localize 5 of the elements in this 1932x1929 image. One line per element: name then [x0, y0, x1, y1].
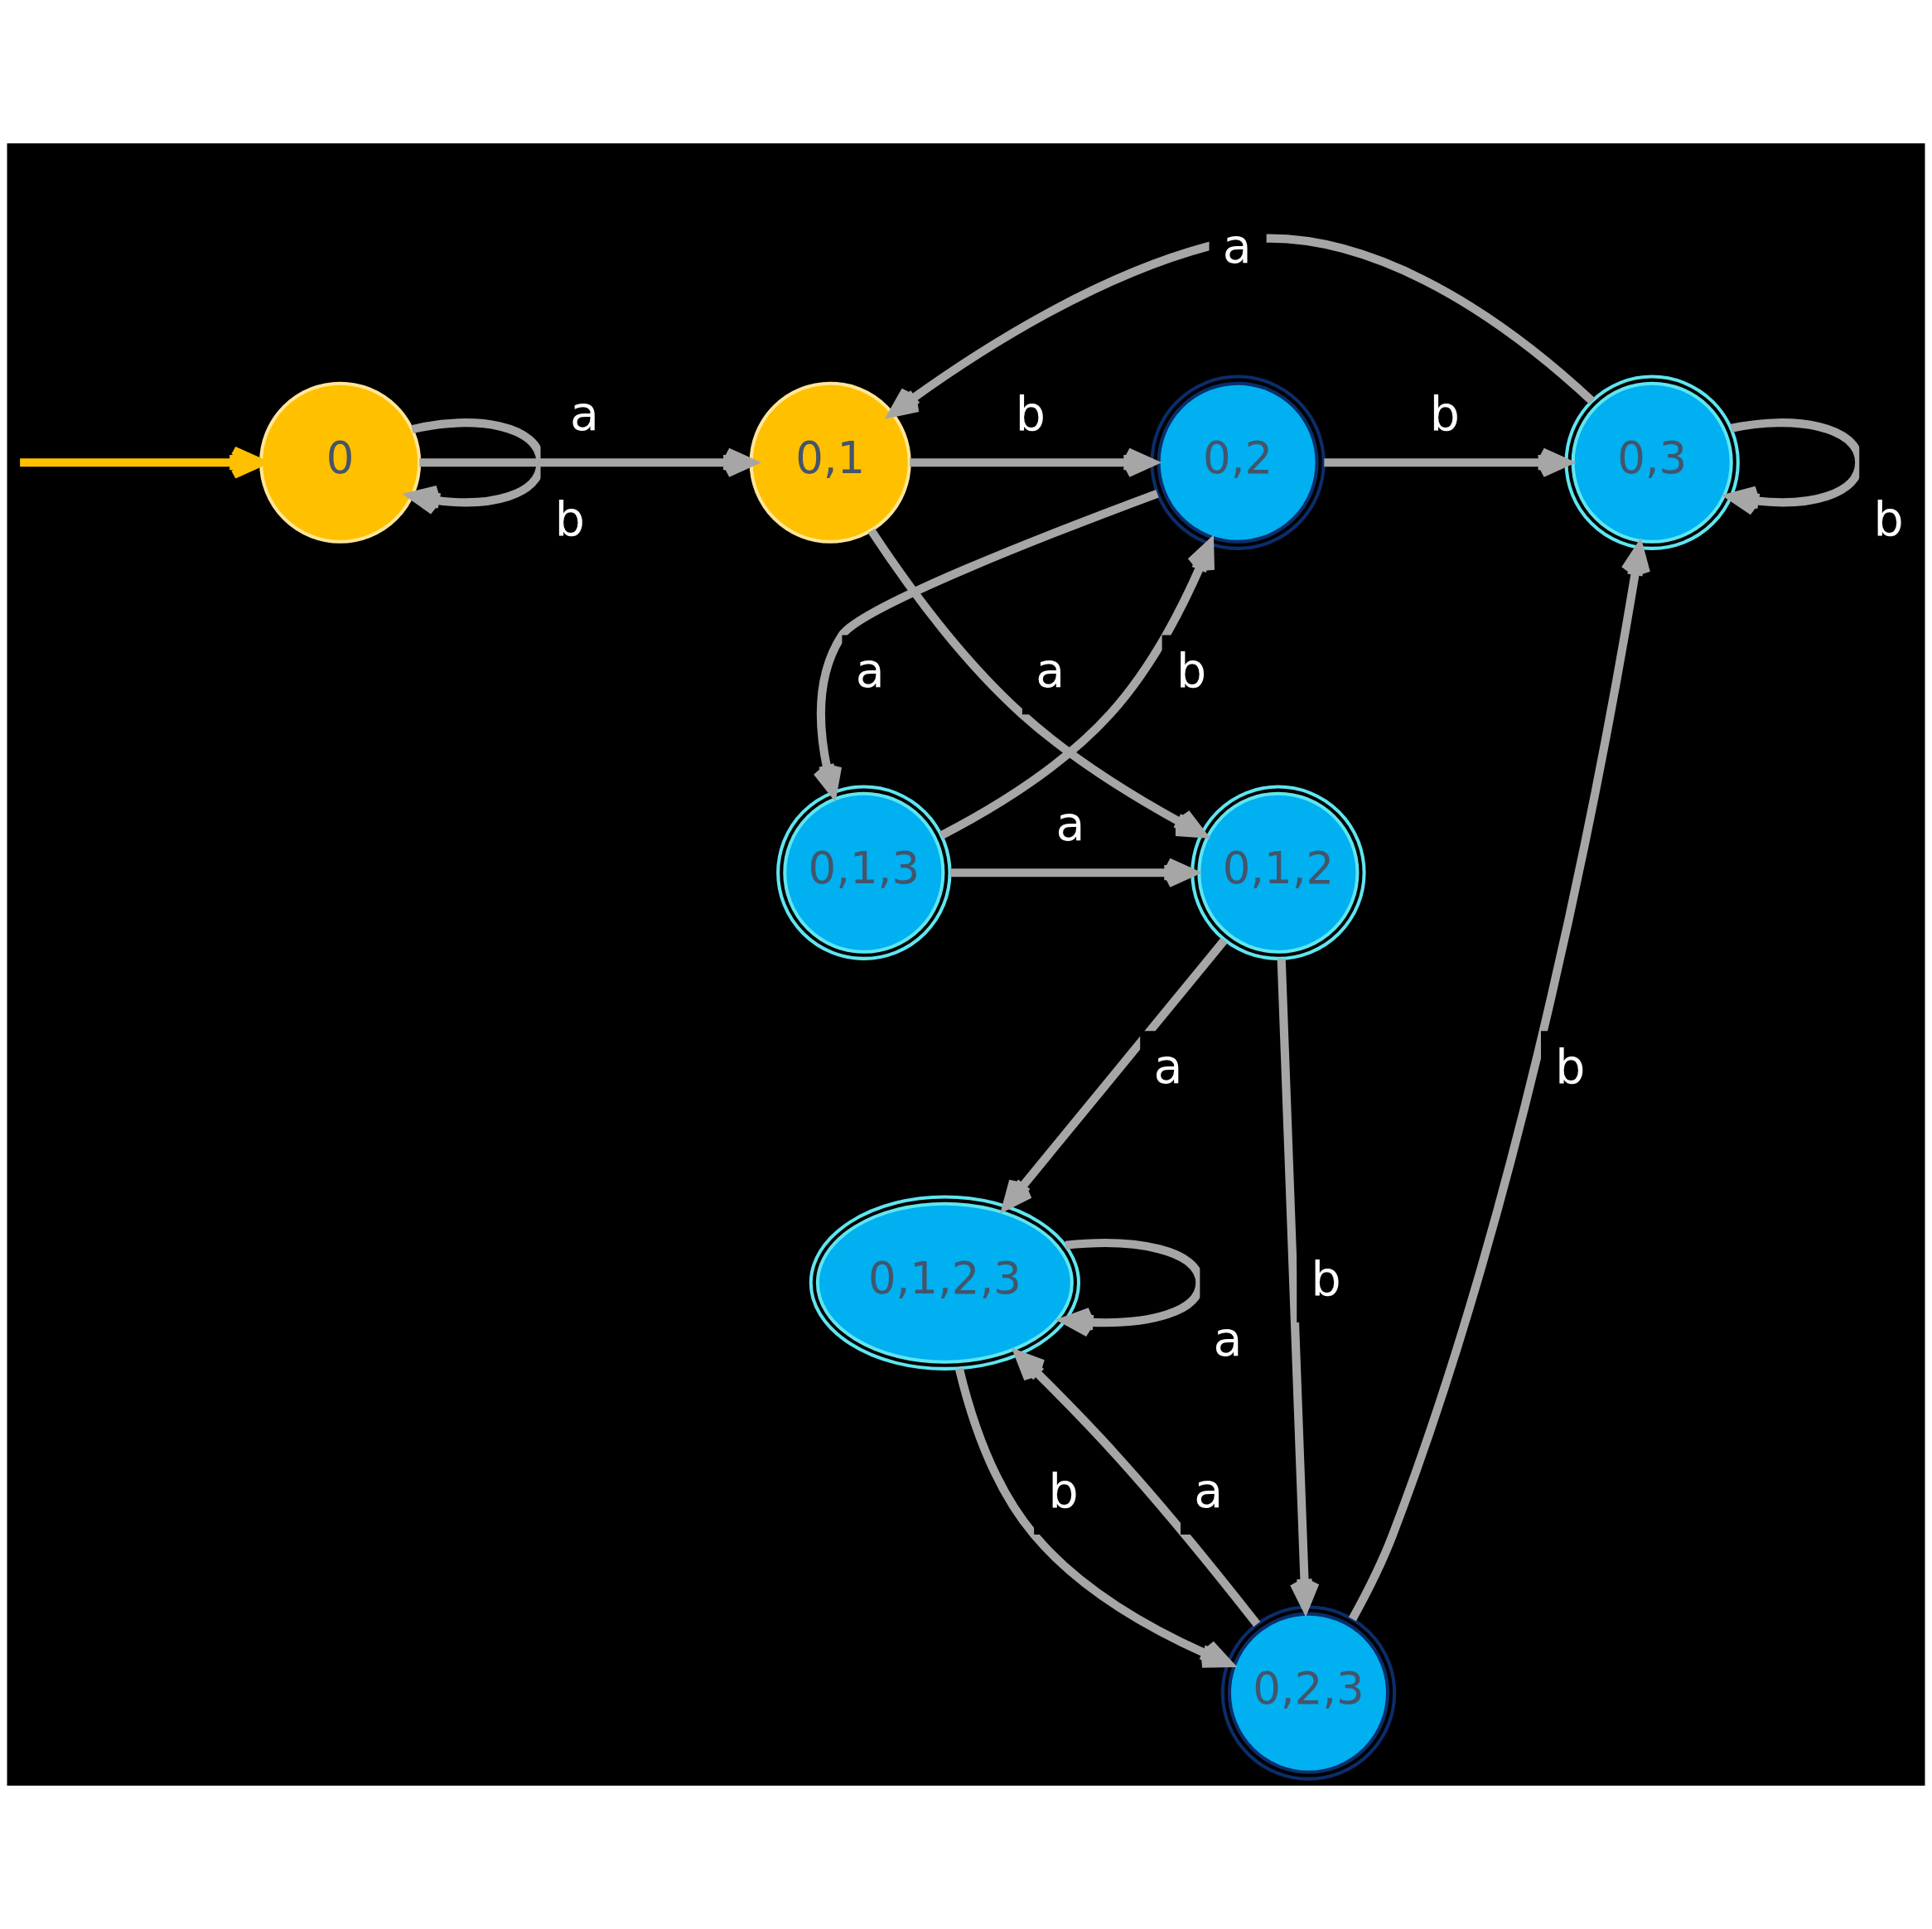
- edge-label: b: [554, 491, 585, 547]
- edge-label: b: [1873, 491, 1904, 547]
- edge-label: a: [1213, 1312, 1243, 1367]
- edge-label: b: [1311, 1251, 1341, 1307]
- edge-label: a: [570, 386, 599, 442]
